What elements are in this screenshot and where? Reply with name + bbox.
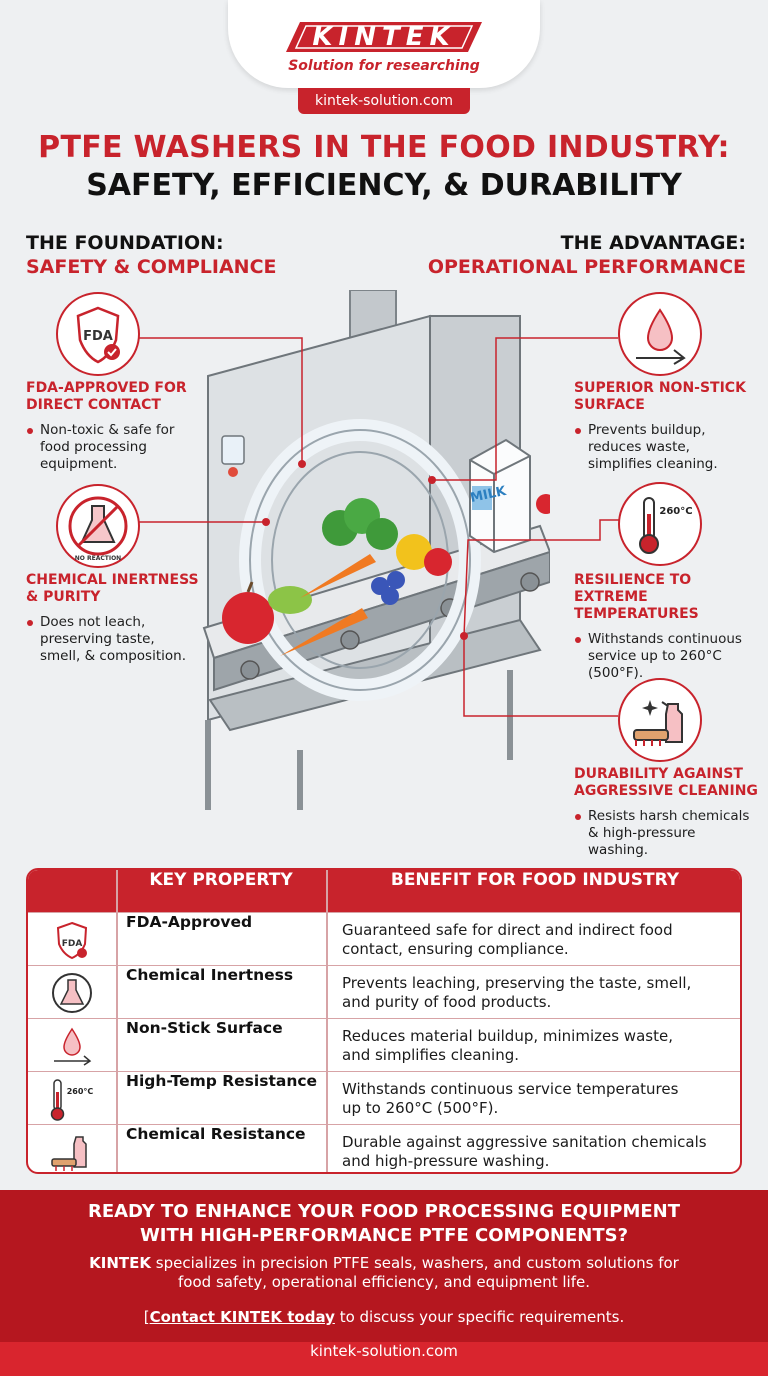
droplet-icon: [28, 1019, 116, 1072]
logo-wordmark: KINTEK: [312, 22, 456, 52]
cta-heading: READY TO ENHANCE YOUR FOOD PROCESSING EQ…: [87, 1201, 681, 1246]
feature-fda: FDA-APPROVED FOR DIRECT CONTACT Non-toxi…: [26, 380, 226, 473]
property-name: Chemical Resistance: [126, 1125, 306, 1143]
table-row: Chemical Resistance Durable against aggr…: [28, 1124, 740, 1172]
spray-brush-icon: [28, 1125, 116, 1172]
page-title-line2: SAFETY, EFFICIENCY, & DURABILITY: [86, 168, 682, 203]
logo-card: KINTEK Solution for researching: [228, 0, 540, 88]
cta-body: KINTEK specializes in precision PTFE sea…: [89, 1254, 679, 1291]
left-heading-b: SAFETY & COMPLIANCE: [26, 256, 277, 278]
thermometer-icon: 260°C: [618, 482, 702, 566]
benefit-text: Withstands continuous service temperatur…: [342, 1080, 679, 1117]
fda-shield-icon: FDA: [56, 292, 140, 376]
property-name: High-Temp Resistance: [126, 1072, 318, 1090]
right-heading-b: OPERATIONAL PERFORMANCE: [427, 256, 746, 278]
thermometer-icon: 260°C: [28, 1072, 116, 1125]
fda-shield-icon: FDA: [28, 913, 116, 966]
svg-text:260°C: 260°C: [659, 506, 692, 517]
cta-contact-line: [Contact KINTEK today to discuss your sp…: [143, 1308, 625, 1326]
table-row: 260°C High-Temp Resistance Withstands co…: [28, 1071, 740, 1125]
flask-no-reaction-icon: NO REACTION: [56, 484, 140, 568]
svg-text:FDA: FDA: [83, 329, 113, 344]
contact-link[interactable]: Contact KINTEK today: [149, 1308, 335, 1326]
logo[interactable]: KINTEK: [286, 18, 482, 56]
svg-text:FDA: FDA: [62, 939, 83, 949]
table-row: FDA FDA-Approved Guaranteed safe for dir…: [28, 912, 740, 966]
svg-text:260°C: 260°C: [67, 1087, 94, 1096]
feature-temperature: RESILIENCE TO EXTREME TEMPERATURES Withs…: [574, 572, 766, 682]
header-benefit: BENEFIT FOR FOOD INDUSTRY: [390, 870, 680, 890]
table-row: Chemical Inertness Prevents leaching, pr…: [28, 965, 740, 1019]
table-row: Non-Stick Surface Reduces material build…: [28, 1018, 740, 1072]
cta-banner: READY TO ENHANCE YOUR FOOD PROCESSING EQ…: [0, 1190, 768, 1342]
feature-inertness: CHEMICAL INERTNESS & PURITY Does not lea…: [26, 572, 226, 665]
page-title-line1: PTFE WASHERS IN THE FOOD INDUSTRY:: [38, 130, 730, 165]
benefit-text: Durable against aggressive sanitation ch…: [342, 1133, 707, 1170]
feature-non-stick: SUPERIOR NON-STICK SURFACE Prevents buil…: [574, 380, 764, 473]
right-heading-a: THE ADVANTAGE:: [560, 232, 746, 254]
connector-lines: [122, 337, 620, 717]
table-header: KEY PROPERTY BENEFIT FOR FOOD INDUSTRY: [28, 870, 740, 912]
benefit-text: Reduces material buildup, minimizes wast…: [342, 1027, 673, 1064]
droplet-icon: [618, 292, 702, 376]
feature-cleaning: DURABILITY AGAINST AGGRESSIVE CLEANING R…: [574, 766, 764, 859]
header-url-link[interactable]: kintek-solution.com: [298, 88, 470, 114]
property-name: Non-Stick Surface: [126, 1019, 283, 1037]
footer-url-link[interactable]: kintek-solution.com: [0, 1342, 768, 1376]
properties-table: KEY PROPERTY BENEFIT FOR FOOD INDUSTRY F…: [26, 868, 742, 1174]
benefit-text: Guaranteed safe for direct and indirect …: [342, 921, 673, 958]
property-name: FDA-Approved: [126, 913, 253, 931]
spray-brush-icon: [618, 678, 702, 762]
logo-tagline: Solution for researching: [288, 58, 480, 74]
svg-text:NO REACTION: NO REACTION: [75, 555, 121, 562]
property-name: Chemical Inertness: [126, 966, 294, 984]
left-heading-a: THE FOUNDATION:: [26, 232, 224, 254]
benefit-text: Prevents leaching, preserving the taste,…: [342, 974, 692, 1011]
header-key-property: KEY PROPERTY: [149, 870, 293, 890]
flask-icon: [28, 966, 116, 1019]
